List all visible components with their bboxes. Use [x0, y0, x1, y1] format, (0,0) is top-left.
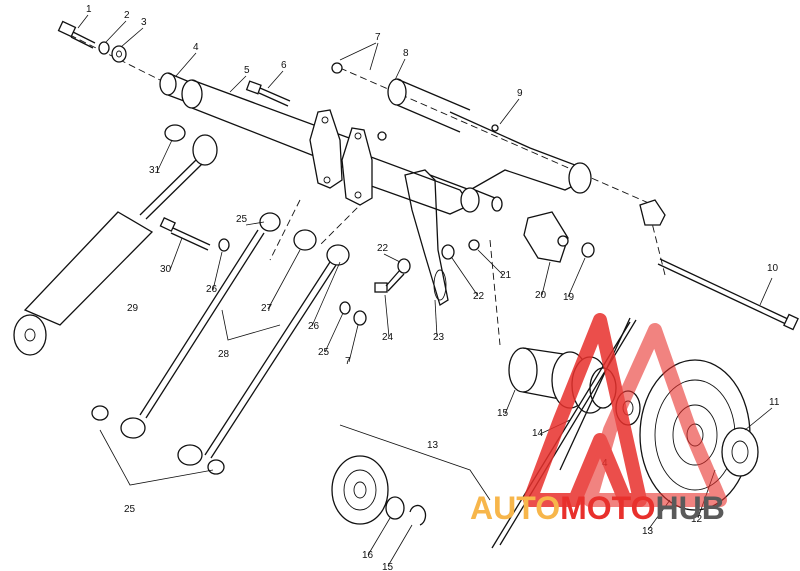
- callout-c28: 28: [218, 349, 230, 360]
- callout-c2: 2: [124, 10, 130, 21]
- axis-line: [319, 199, 366, 246]
- washer-part-26: [218, 238, 230, 252]
- callout-c24: 24: [382, 332, 394, 343]
- callout-c5: 5: [244, 65, 250, 76]
- callout-c25a: 25: [236, 214, 248, 225]
- nut-part-21: [468, 239, 480, 251]
- bolt-part-1: [57, 20, 96, 49]
- long-bolt-part-10: [657, 258, 799, 331]
- callout-c15b: 15: [382, 562, 394, 571]
- callout-c4: 4: [193, 42, 199, 53]
- watermark-logo-icon: [523, 313, 727, 507]
- bushing-part-31: [164, 124, 186, 142]
- watermark-part-hub: HUB: [655, 490, 724, 526]
- callout-c25b: 25: [318, 347, 330, 358]
- callout-c15: 15: [497, 408, 509, 419]
- bushing-part-27b: [293, 229, 317, 251]
- callout-c27: 27: [261, 303, 273, 314]
- snap-ring-part-15: [409, 504, 427, 526]
- callout-c3: 3: [141, 17, 147, 28]
- callout-c26a: 26: [206, 284, 218, 295]
- callout-c11: 11: [769, 397, 780, 408]
- side-plate-left: [309, 109, 343, 189]
- callout-c23: 23: [433, 332, 445, 343]
- callout-c22b: 22: [473, 291, 485, 302]
- bushing-part-27a: [259, 212, 281, 232]
- nut-part-7: [377, 131, 387, 141]
- callout-c29: 29: [127, 303, 139, 314]
- bolt-part-6: [245, 80, 291, 107]
- block-part-20: [523, 211, 569, 263]
- callout-c12: 12: [691, 514, 703, 525]
- swing-arm-frame: [347, 111, 592, 215]
- callout-c13a: 13: [427, 440, 439, 451]
- nut-part-7b: [353, 310, 367, 326]
- washer-part-22b: [397, 258, 411, 274]
- callout-c19: 19: [563, 292, 575, 303]
- bearing-part-16: [385, 496, 405, 520]
- shock-absorber-part-29: [13, 134, 218, 356]
- callout-c10: 10: [767, 263, 779, 274]
- callout-c13b: 13: [642, 526, 654, 537]
- group-bracket-13: [339, 424, 491, 501]
- callout-c9: 9: [517, 88, 523, 99]
- bearing-part-11: [721, 427, 759, 477]
- watermark-part-moto: MOTO: [560, 490, 655, 526]
- callout-c25c: 25: [124, 504, 136, 515]
- upper-shaft-part-8: [331, 62, 471, 133]
- washer-part-19: [581, 242, 595, 258]
- bolt-part-30: [159, 216, 211, 251]
- callout-c14a: 14: [532, 428, 544, 439]
- washer-part-22: [441, 244, 455, 260]
- callout-c26b: 26: [308, 321, 320, 332]
- bracket-part-23: [404, 169, 449, 307]
- bolt-part-24: [374, 269, 405, 293]
- callout-c31: 31: [149, 165, 161, 176]
- pin-part-9: [491, 124, 499, 132]
- washer-part-3: [111, 45, 127, 63]
- axis-line: [489, 239, 501, 346]
- mount-bracket: [639, 199, 666, 226]
- callout-c30: 30: [160, 264, 172, 275]
- axis-line: [269, 199, 301, 261]
- bushing-part-25b: [120, 417, 146, 439]
- callout-c22a: 22: [377, 243, 389, 254]
- axis-line: [59, 29, 161, 81]
- bushing-part-27c: [326, 244, 350, 266]
- side-plate-right: [341, 127, 373, 206]
- group-bracket-25: [99, 429, 214, 486]
- link-rod-part-28: [139, 229, 337, 459]
- watermark-text: AUTOMOTOHUB: [470, 490, 725, 526]
- callout-c7b: 7: [345, 356, 351, 367]
- callout-c1: 1: [86, 4, 92, 15]
- bushing-part-25a: [91, 405, 109, 421]
- group-bracket-28: [221, 309, 281, 341]
- wheel-part-13b: [331, 455, 389, 525]
- leader-lines: [77, 14, 773, 567]
- callout-c8: 8: [403, 48, 409, 59]
- callout-c20: 20: [535, 290, 547, 301]
- callout-c16: 16: [362, 550, 374, 561]
- bushing-part-25d: [207, 459, 225, 475]
- washer-part-26b: [339, 301, 351, 315]
- callout-c6: 6: [281, 60, 287, 71]
- washer-part-2: [98, 41, 110, 55]
- watermark-part-auto: AUTO: [470, 490, 560, 526]
- callout-c21: 21: [500, 270, 512, 281]
- bushing-part-25c: [177, 444, 203, 466]
- callout-c7a: 7: [375, 32, 381, 43]
